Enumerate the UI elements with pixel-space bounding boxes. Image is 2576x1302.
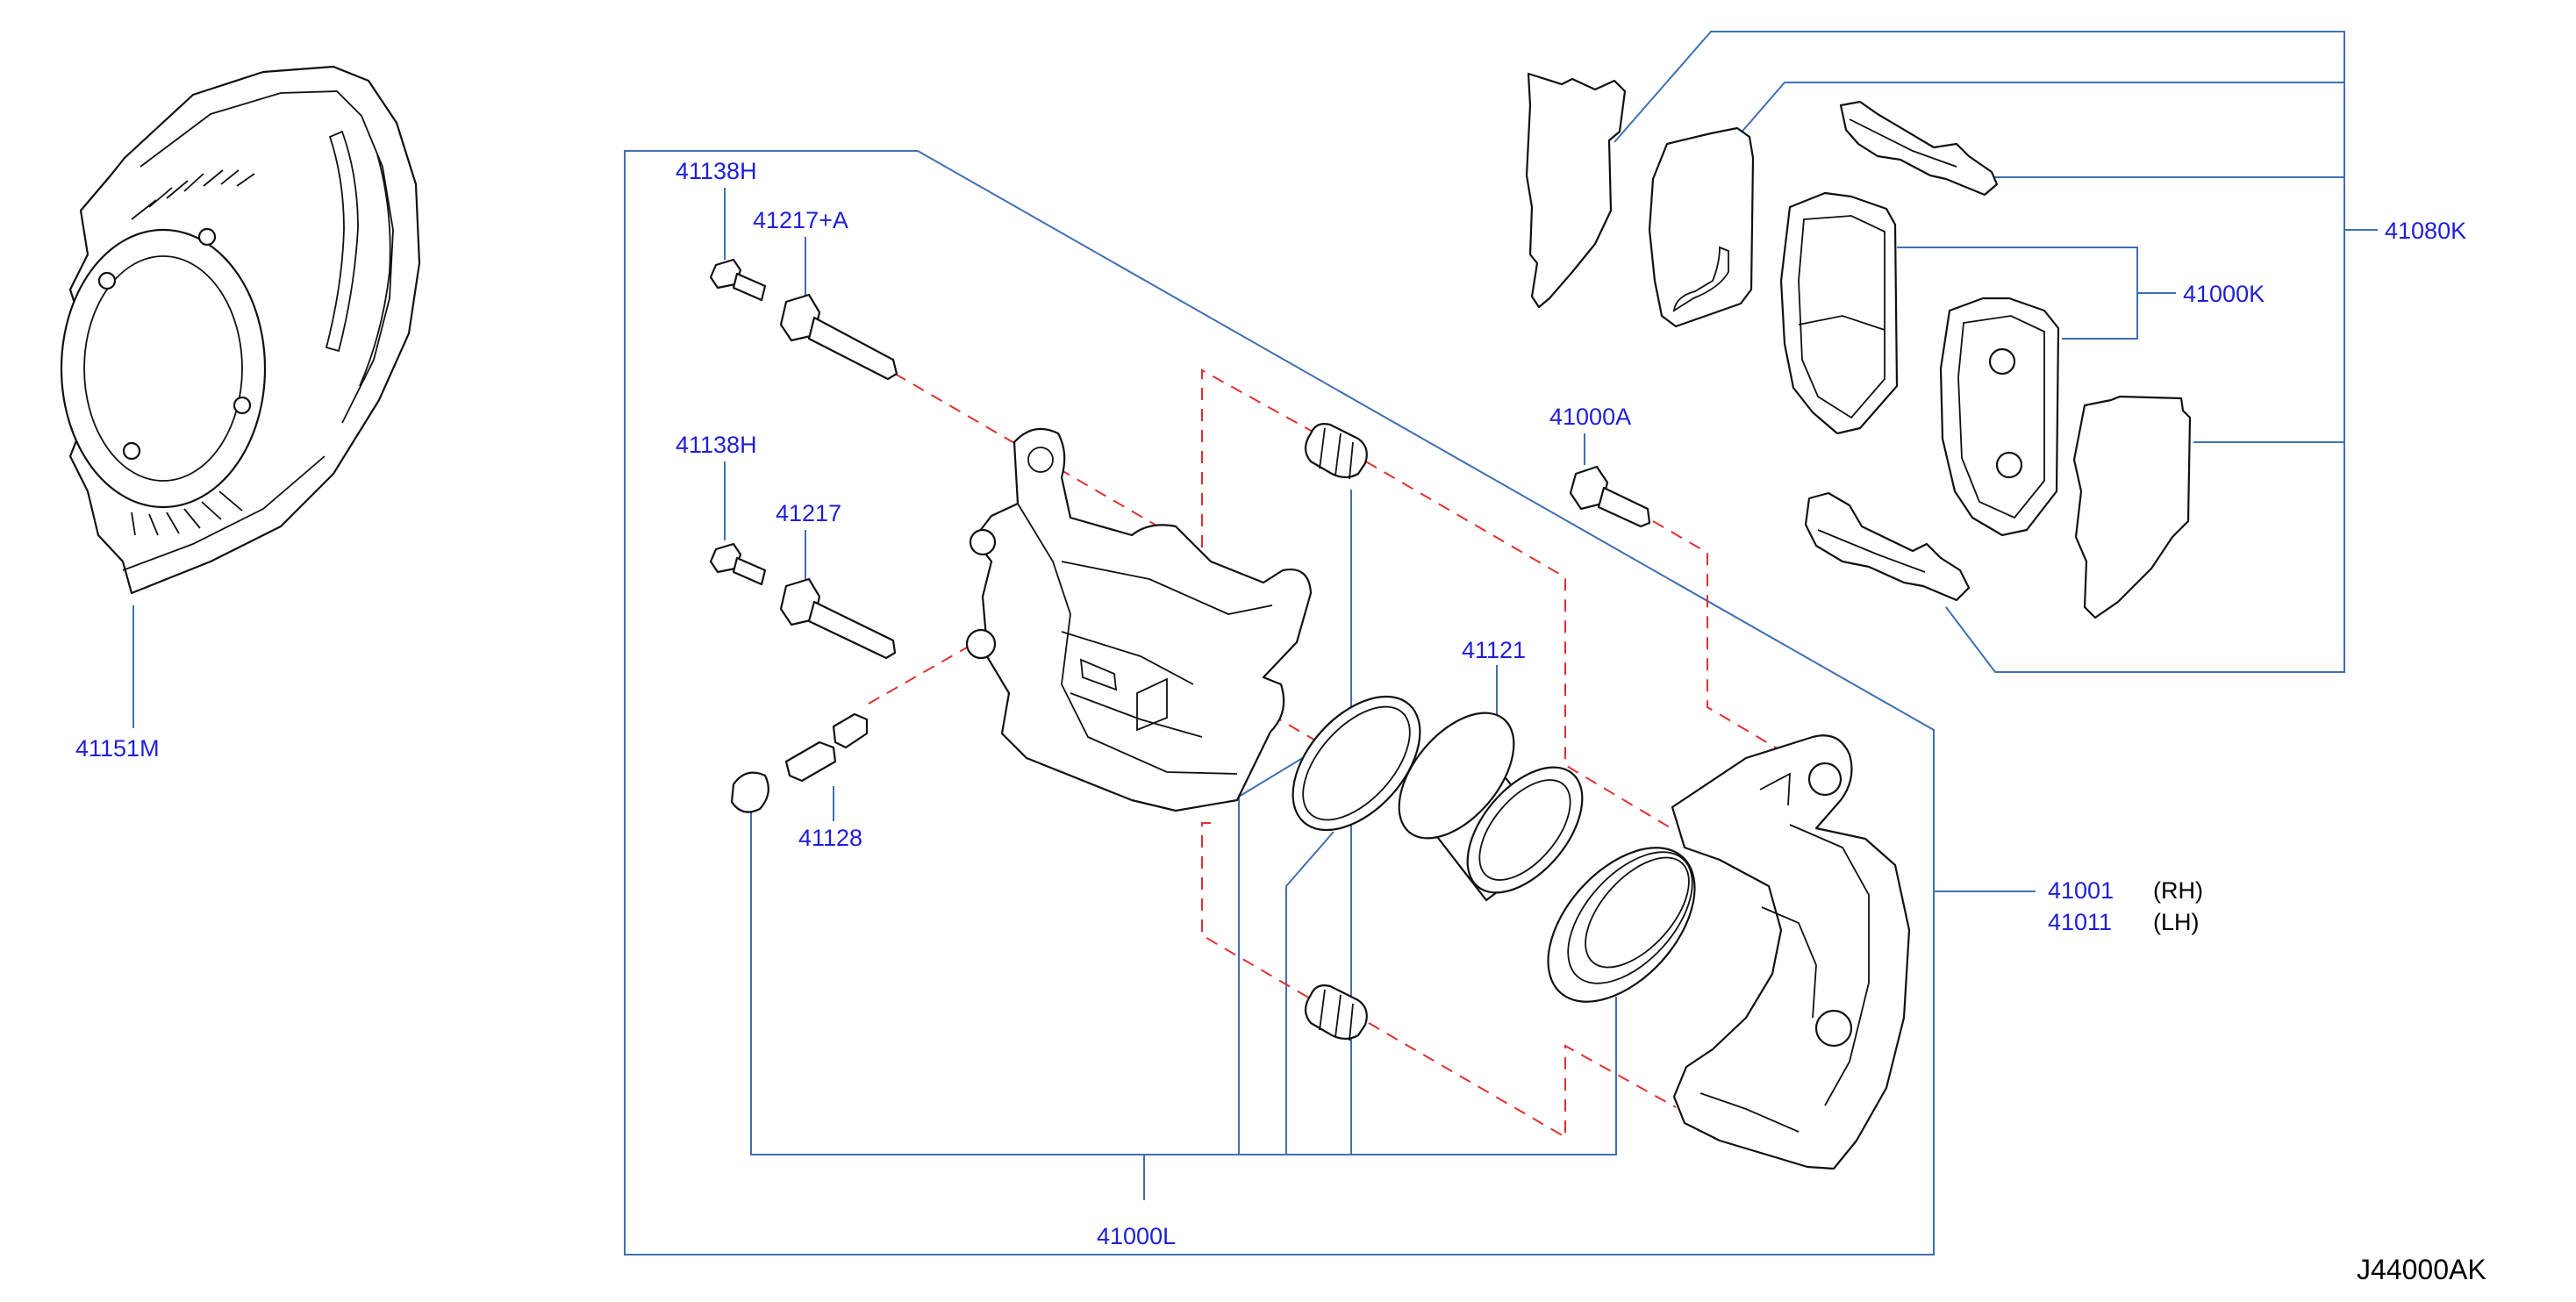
label-41217-a: 41217+A <box>753 207 848 233</box>
outer-anti-squeal-shim <box>1525 72 1627 309</box>
label-41011: 41011 <box>2048 909 2112 935</box>
caliper-bolt-upper <box>709 258 767 302</box>
label-41138h-upper: 41138H <box>676 158 757 184</box>
label-41000l: 41000L <box>1097 1223 1176 1249</box>
label-41080k: 41080K <box>2385 218 2466 244</box>
diagram-code: J44000AK <box>2357 1254 2487 1285</box>
backing-plate-shield <box>60 65 421 595</box>
note-lh: (LH) <box>2153 909 2200 935</box>
label-41000a: 41000A <box>1549 404 1631 430</box>
inner-anti-squeal-shim <box>1648 126 1755 328</box>
piston-dust-boot <box>1547 847 1696 1003</box>
label-41138h-lower: 41138H <box>676 432 757 458</box>
pad-abutment-clip-lower <box>1804 491 1971 602</box>
label-41121: 41121 <box>1462 637 1526 663</box>
part-labels: 41151M 41138H 41217+A 41138H 41217 41128… <box>75 158 2466 1249</box>
caliper-bolt-lower <box>709 542 767 586</box>
label-41001: 41001 <box>2048 877 2114 904</box>
caliper-housing <box>965 427 1313 812</box>
caliper-mount-bolt <box>1569 465 1651 528</box>
label-41000k: 41000K <box>2183 281 2265 307</box>
pin-boot-upper <box>1304 423 1368 480</box>
guide-pin-lower <box>779 577 897 660</box>
inner-brake-pad <box>1939 297 2060 537</box>
outer-brake-pad <box>1779 191 1899 435</box>
guide-pin-upper <box>779 293 898 381</box>
caliper-piston <box>1398 712 1584 902</box>
label-41128: 41128 <box>798 825 862 851</box>
note-rh: (RH) <box>2153 877 2203 904</box>
label-41217: 41217 <box>776 500 841 526</box>
caliper-mounting-bracket <box>1671 734 1911 1170</box>
label-41151m: 41151M <box>75 735 160 762</box>
pin-boot-lower <box>1304 984 1368 1041</box>
rear-anti-squeal-shim <box>2072 395 2192 619</box>
piston-seal <box>1292 695 1421 832</box>
bleeder-screw <box>730 712 869 813</box>
pad-abutment-clip-upper <box>1839 100 1999 197</box>
